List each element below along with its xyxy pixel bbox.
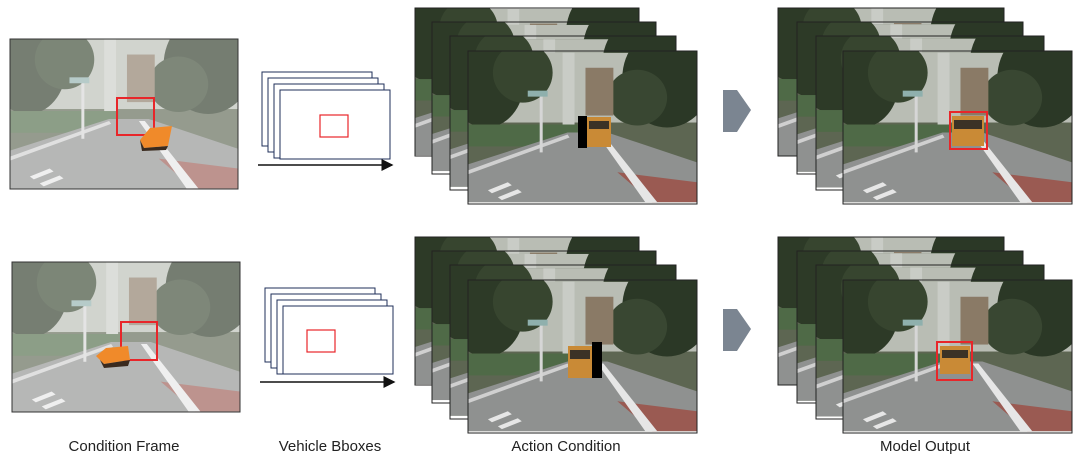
label-model-output: Model Output bbox=[879, 438, 971, 455]
action-condition-row2 bbox=[414, 236, 698, 434]
action-condition-row1 bbox=[414, 7, 698, 205]
forward-arrow-icon bbox=[723, 309, 751, 351]
car-model-icon bbox=[96, 346, 130, 368]
label-action-condition: Action Condition bbox=[511, 438, 621, 455]
forward-arrow-icon bbox=[723, 90, 751, 132]
condition-frame-row2 bbox=[11, 261, 241, 413]
model-output-row1 bbox=[777, 7, 1073, 205]
bbox-stack-row2 bbox=[264, 287, 394, 375]
condition-bbox-row2 bbox=[120, 321, 158, 361]
model-output-row2 bbox=[777, 236, 1073, 434]
condition-bbox-row1 bbox=[116, 97, 155, 136]
condition-frame-row1 bbox=[9, 38, 239, 190]
bbox-stack-row1 bbox=[261, 71, 391, 160]
label-condition-frame: Condition Frame bbox=[68, 438, 180, 455]
car-model-icon bbox=[140, 126, 172, 151]
label-vehicle-bboxes: Vehicle Bboxes bbox=[278, 438, 382, 455]
